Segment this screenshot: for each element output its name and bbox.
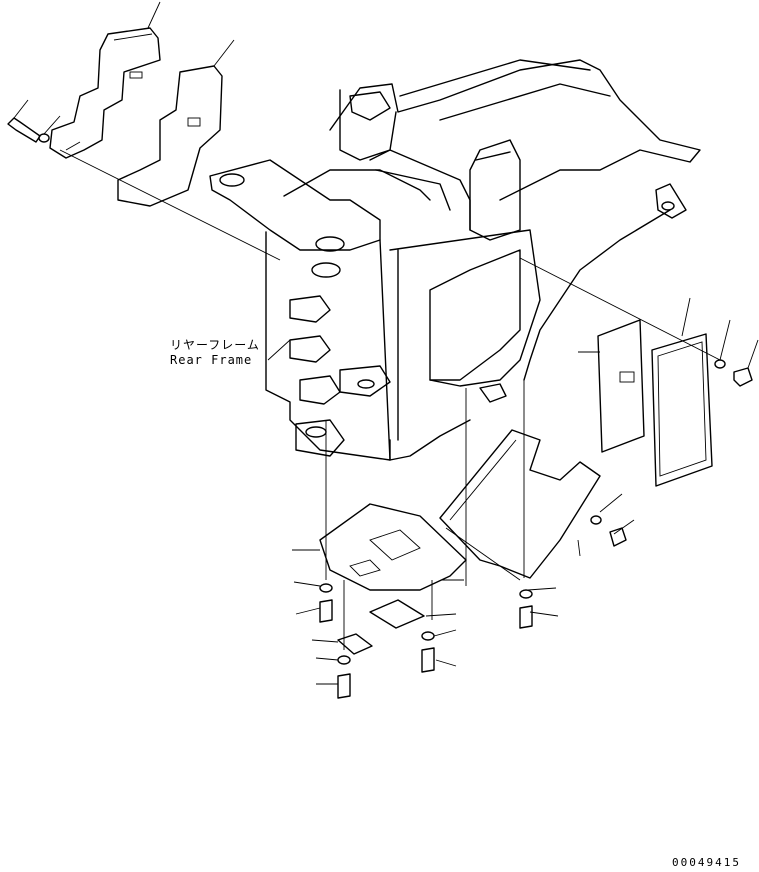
under-cover-right [439, 429, 601, 581]
bolt-left [7, 117, 50, 143]
drawing-code: 00049415 [672, 856, 741, 869]
bolt-right [714, 359, 753, 387]
bolt-lower-mid [421, 647, 435, 673]
cover-plate-small-b [369, 599, 425, 629]
right-cover-plate-outer [651, 333, 713, 487]
part-label-jp: リヤーフレーム [170, 338, 260, 352]
bolt-under-right [590, 515, 627, 547]
washer-lower-right [519, 589, 533, 599]
under-cover-left [319, 503, 467, 591]
washer-lower-mid [421, 631, 435, 641]
bolt-lower-left-1 [319, 599, 333, 623]
bolt-lower-right [519, 605, 533, 629]
cover-plate-small-a [337, 633, 373, 655]
part-label-en: Rear Frame [170, 353, 253, 367]
rear-frame [209, 59, 701, 461]
washer-lower-left-2 [337, 655, 351, 665]
washer-lower-left-1 [319, 583, 333, 593]
bolt-lower-left-2 [337, 673, 351, 699]
right-cover-plate-inner [597, 319, 645, 453]
left-cover-plate-outer [117, 65, 223, 207]
left-cover-plate-inner [49, 27, 161, 159]
